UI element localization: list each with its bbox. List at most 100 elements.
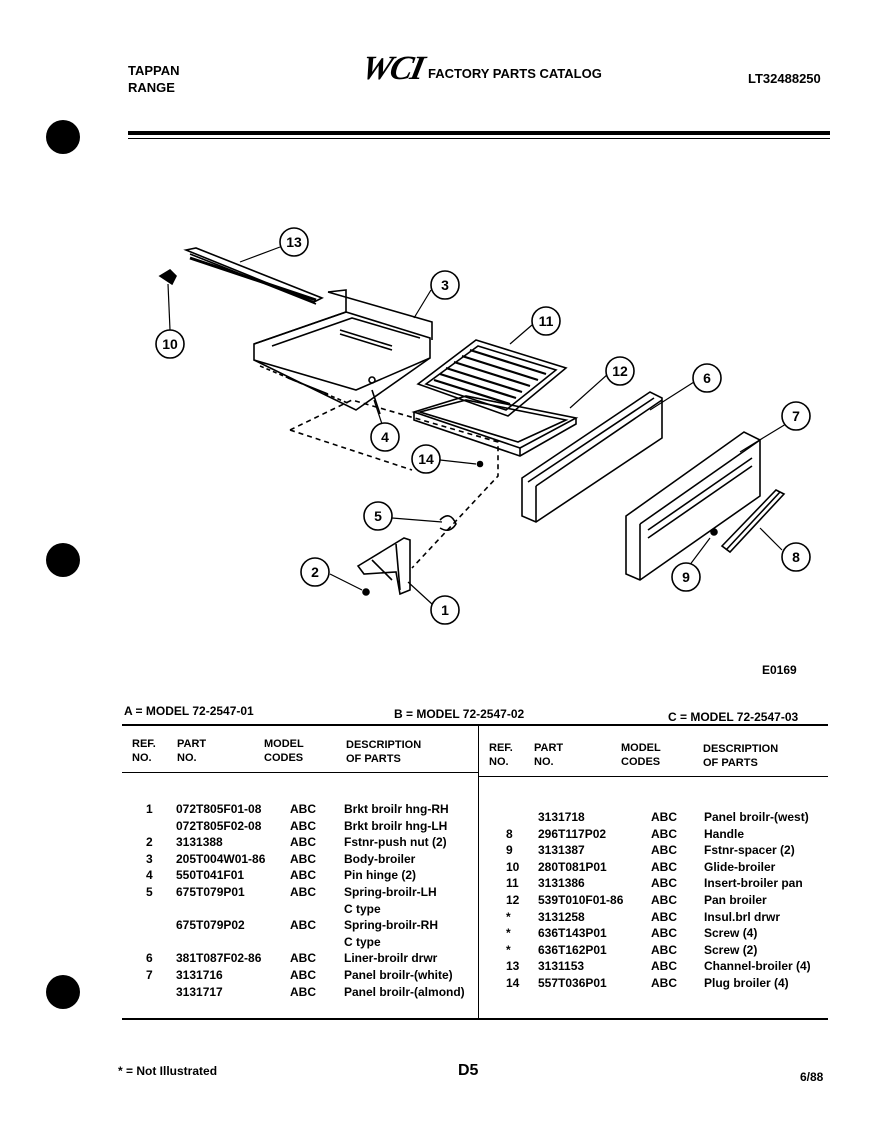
handle-part <box>720 489 786 554</box>
header-text: CODES <box>621 756 661 768</box>
spring-broiler-part <box>439 515 457 532</box>
description-cell: Plug broiler (4) <box>704 976 789 990</box>
callout-label: 6 <box>703 370 711 386</box>
header-text: OF PARTS <box>346 753 401 765</box>
right-header-rule <box>479 776 828 777</box>
model-codes-cell: ABC <box>651 843 677 858</box>
right-col-part-header: PART NO. <box>534 741 563 769</box>
ref-cell: 13 <box>506 959 520 974</box>
table-row: 675T079P02 ABC Spring-broilr-RH <box>122 917 472 933</box>
description-cell: C type <box>344 934 381 949</box>
model-codes-cell: ABC <box>651 959 677 974</box>
description-cell: Spring-broilr-RH <box>344 918 438 933</box>
callout-label: 7 <box>792 408 800 424</box>
description-cell: Body-broiler <box>344 851 416 866</box>
ref-cell: 5 <box>146 885 153 899</box>
description-cell: Insert-broiler pan <box>704 876 803 891</box>
model-codes-cell: ABC <box>290 802 316 816</box>
model-codes-cell: ABC <box>290 918 316 933</box>
ref-cell: 8 <box>506 826 513 841</box>
right-col-ref-header: REF.NO. <box>489 741 513 769</box>
description-cell: C type <box>344 901 381 916</box>
table-divider <box>478 726 479 1018</box>
header-text: REF. <box>132 738 156 750</box>
model-codes-cell: ABC <box>290 868 316 883</box>
description-cell: Panel broilr-(almond) <box>344 984 465 999</box>
header-text: PART <box>177 738 207 750</box>
ref-cell: 2 <box>146 835 153 850</box>
plug-broiler-part <box>476 460 484 468</box>
brand-block: TAPPAN RANGE <box>128 62 180 96</box>
drawer-outline <box>289 399 499 569</box>
pin-hinge-part <box>371 389 381 415</box>
table-row: * 3131258 ABC Insul.brl drwr <box>480 909 830 925</box>
callout-label: 5 <box>374 508 382 524</box>
description-cell: Liner-broilr drwr <box>344 951 438 966</box>
callout-label: 3 <box>441 277 449 293</box>
header-text: DESCRIPTION <box>703 743 779 755</box>
part-number-cell: 3131258 <box>538 909 585 924</box>
body-broiler-part <box>253 289 433 411</box>
part-number-cell: 3131387 <box>538 843 585 858</box>
footnote: * = Not Illustrated <box>118 1064 218 1078</box>
description-cell: Pin hinge (2) <box>344 868 416 883</box>
part-number-cell: 072T805F02-08 <box>176 818 262 833</box>
description-cell: Channel-broiler (4) <box>704 959 811 974</box>
description-cell: Handle <box>704 826 745 841</box>
model-codes-cell: ABC <box>290 951 316 966</box>
part-number-cell: 675T079P02 <box>176 918 245 933</box>
part-number-cell: 3131386 <box>538 876 585 891</box>
model-codes-cell: ABC <box>290 851 316 866</box>
ref-cell: 1 <box>146 802 153 816</box>
model-codes-cell: ABC <box>651 826 677 841</box>
callout-7: 7 <box>781 401 811 431</box>
leader-lines <box>167 246 787 605</box>
header-text: PART <box>534 742 564 754</box>
callout-label: 11 <box>539 313 554 329</box>
revision-date: 6/88 <box>800 1070 824 1084</box>
ref-cell: 7 <box>146 968 153 982</box>
spacer-part <box>710 528 718 536</box>
description-cell: Insul.brl drwr <box>704 909 781 924</box>
callout-6: 6 <box>692 363 722 393</box>
part-number-cell: 539T010F01-86 <box>538 893 624 907</box>
description-cell: Brkt broilr hng-LH <box>344 818 448 833</box>
pan-broiler-part <box>411 395 579 457</box>
part-number-cell: 3131718 <box>538 810 585 824</box>
model-codes-cell: ABC <box>651 876 677 891</box>
ref-cell: * <box>506 942 511 957</box>
header-text: OF PARTS <box>703 757 758 769</box>
ref-cell: 6 <box>146 951 153 966</box>
model-codes-cell: ABC <box>651 859 677 874</box>
part-number-cell: 280T081P01 <box>538 859 607 874</box>
page-number: D5 <box>458 1062 479 1079</box>
model-c: C = MODEL 72-2547-03 <box>668 710 799 724</box>
brand-line-2: RANGE <box>128 80 175 95</box>
part-number-cell: 3131153 <box>538 959 585 974</box>
ref-cell: 14 <box>506 976 520 990</box>
part-number-cell: 636T162P01 <box>538 942 607 957</box>
header-text: NO. <box>534 756 554 768</box>
callout-label: 14 <box>418 451 434 467</box>
model-codes-cell: ABC <box>651 909 677 924</box>
description-cell: Fstnr-spacer (2) <box>704 843 795 858</box>
header-rule <box>128 131 830 135</box>
part-number-cell: 381T087F02-86 <box>176 951 262 966</box>
table-row: 13 3131153 ABC Channel-broiler (4) <box>480 958 830 974</box>
callout-label: 10 <box>162 336 178 352</box>
callout-1: 1 <box>430 595 460 625</box>
callout-9: 9 <box>671 562 701 592</box>
ref-cell: * <box>506 909 511 924</box>
